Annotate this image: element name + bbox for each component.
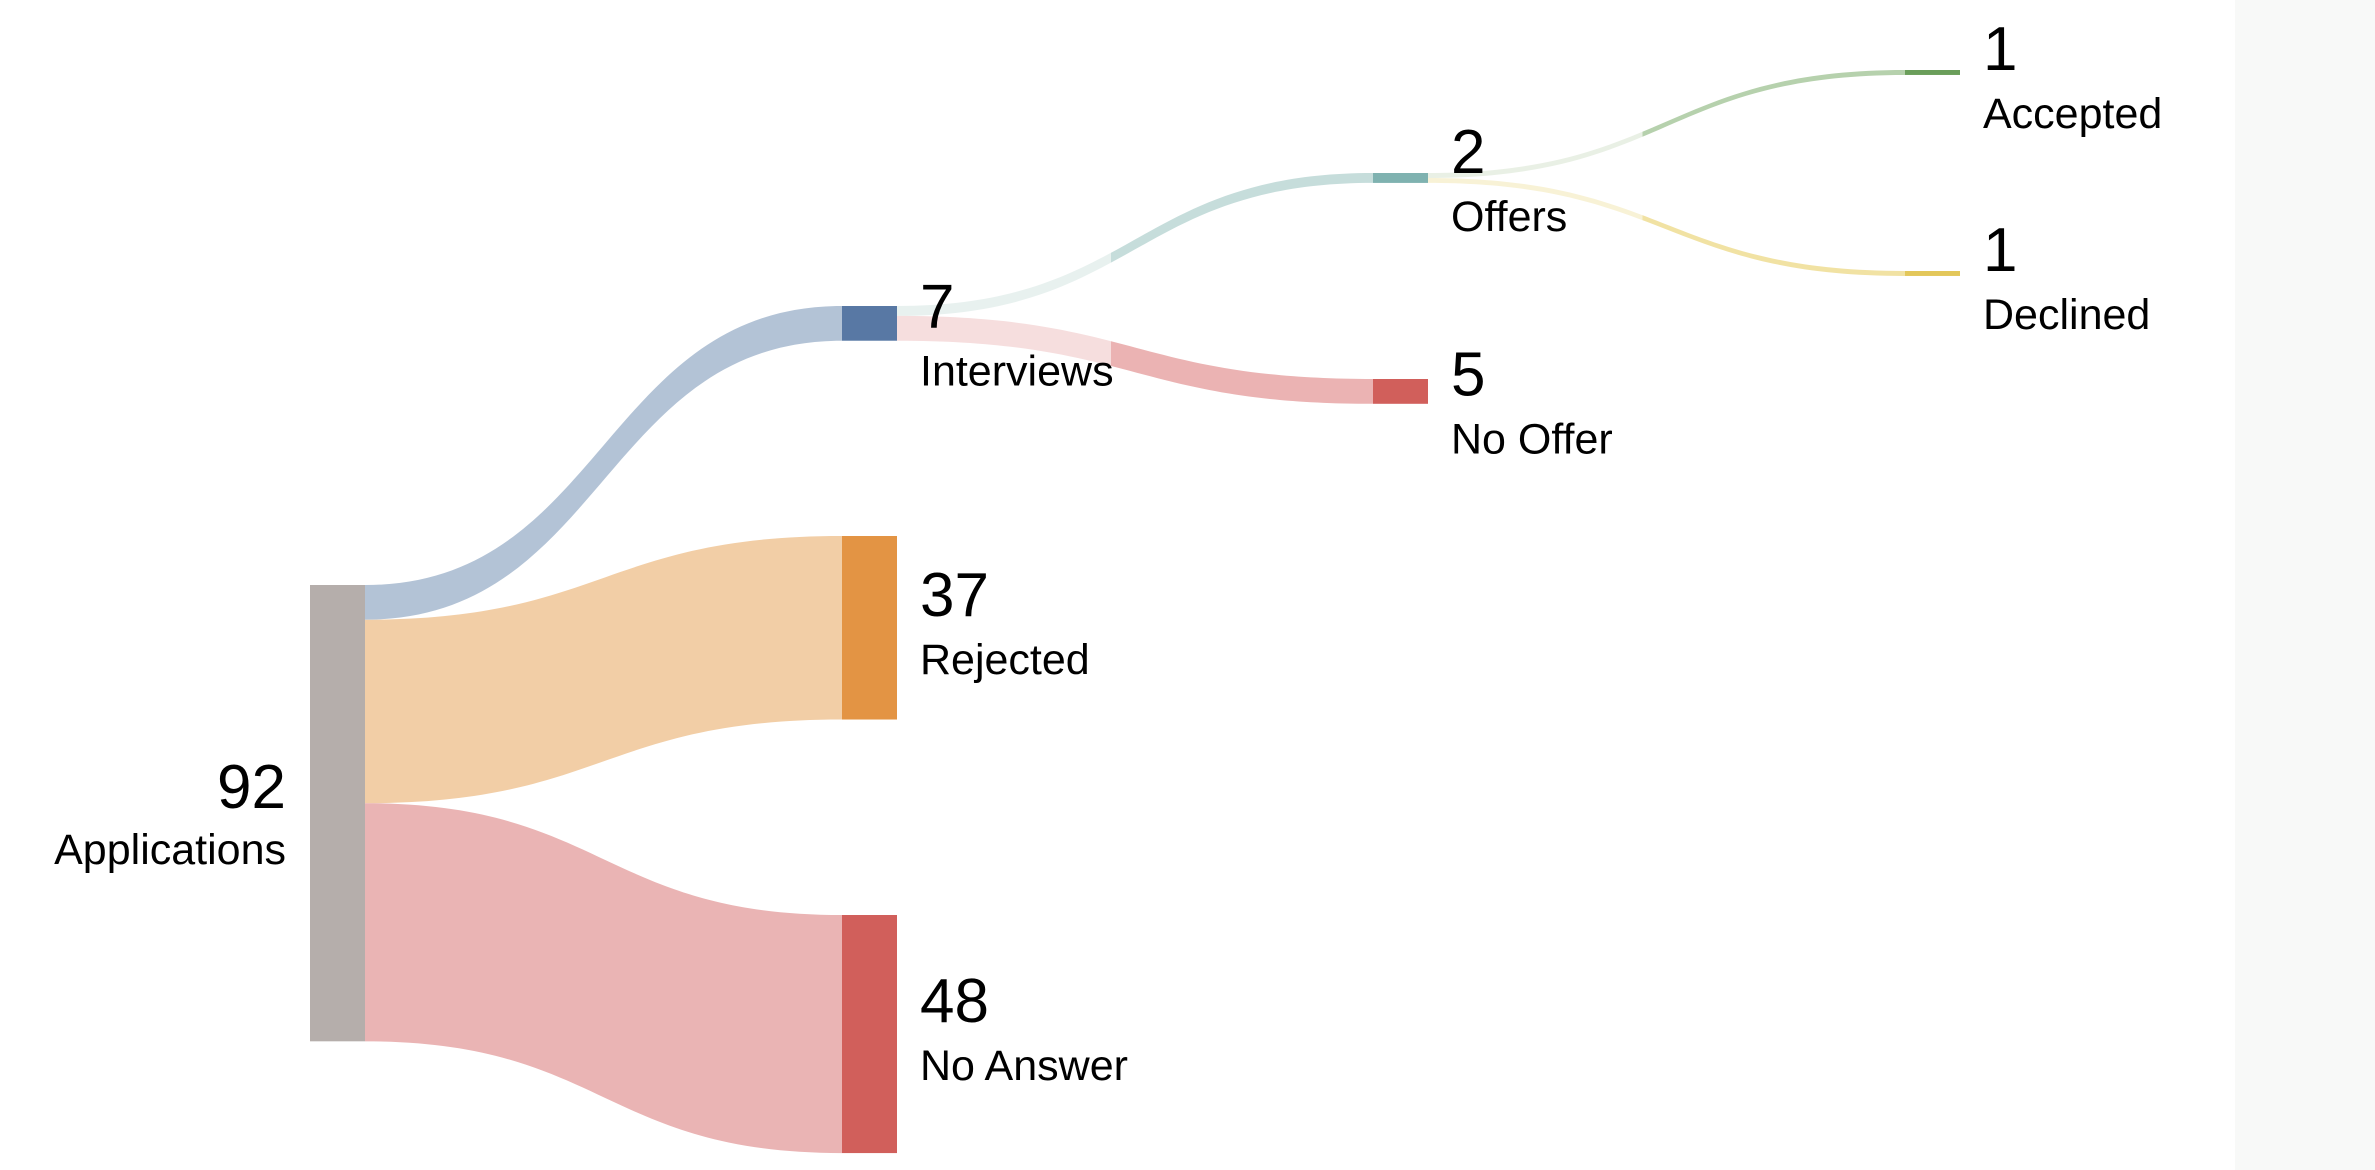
right-margin-strip [2235, 0, 2375, 1170]
node-label-interviews: Interviews [920, 347, 1114, 395]
node-label-offers: Offers [1451, 193, 1567, 241]
node-accepted [1905, 70, 1960, 75]
link-offers-declined [1428, 177, 1905, 276]
node-value-accepted: 1 [1983, 15, 2017, 84]
node-value-declined: 1 [1983, 216, 2017, 285]
links-group [365, 70, 1905, 1154]
node-declined [1905, 271, 1960, 276]
node-label-no_offer: No Offer [1451, 415, 1613, 463]
node-label-rejected: Rejected [920, 636, 1090, 684]
node-label-accepted: Accepted [1983, 90, 2162, 138]
node-value-no_answer: 48 [920, 967, 989, 1036]
link-interviews-offers [897, 173, 1373, 316]
link-applications-no_answer [365, 803, 842, 1154]
node-interviews [842, 306, 897, 341]
node-no_offer [1373, 379, 1428, 404]
node-rejected [842, 536, 897, 720]
node-value-rejected: 37 [920, 561, 989, 630]
node-value-offers: 2 [1451, 118, 1485, 187]
node-offers [1373, 173, 1428, 183]
node-label-declined: Declined [1983, 291, 2150, 339]
node-value-no_offer: 5 [1451, 340, 1485, 409]
link-offers-accepted [1428, 70, 1905, 178]
node-applications [310, 585, 365, 1042]
node-value-interviews: 7 [920, 272, 954, 341]
link-applications-rejected [365, 536, 842, 804]
node-label-no_answer: No Answer [920, 1042, 1128, 1090]
nodes-group [310, 70, 1960, 1154]
node-value-applications: 92 [217, 753, 286, 822]
node-label-applications: Applications [54, 826, 286, 874]
link-applications-interviews [365, 306, 842, 620]
link-interviews-no_offer [897, 315, 1373, 404]
node-no_answer [842, 915, 897, 1154]
